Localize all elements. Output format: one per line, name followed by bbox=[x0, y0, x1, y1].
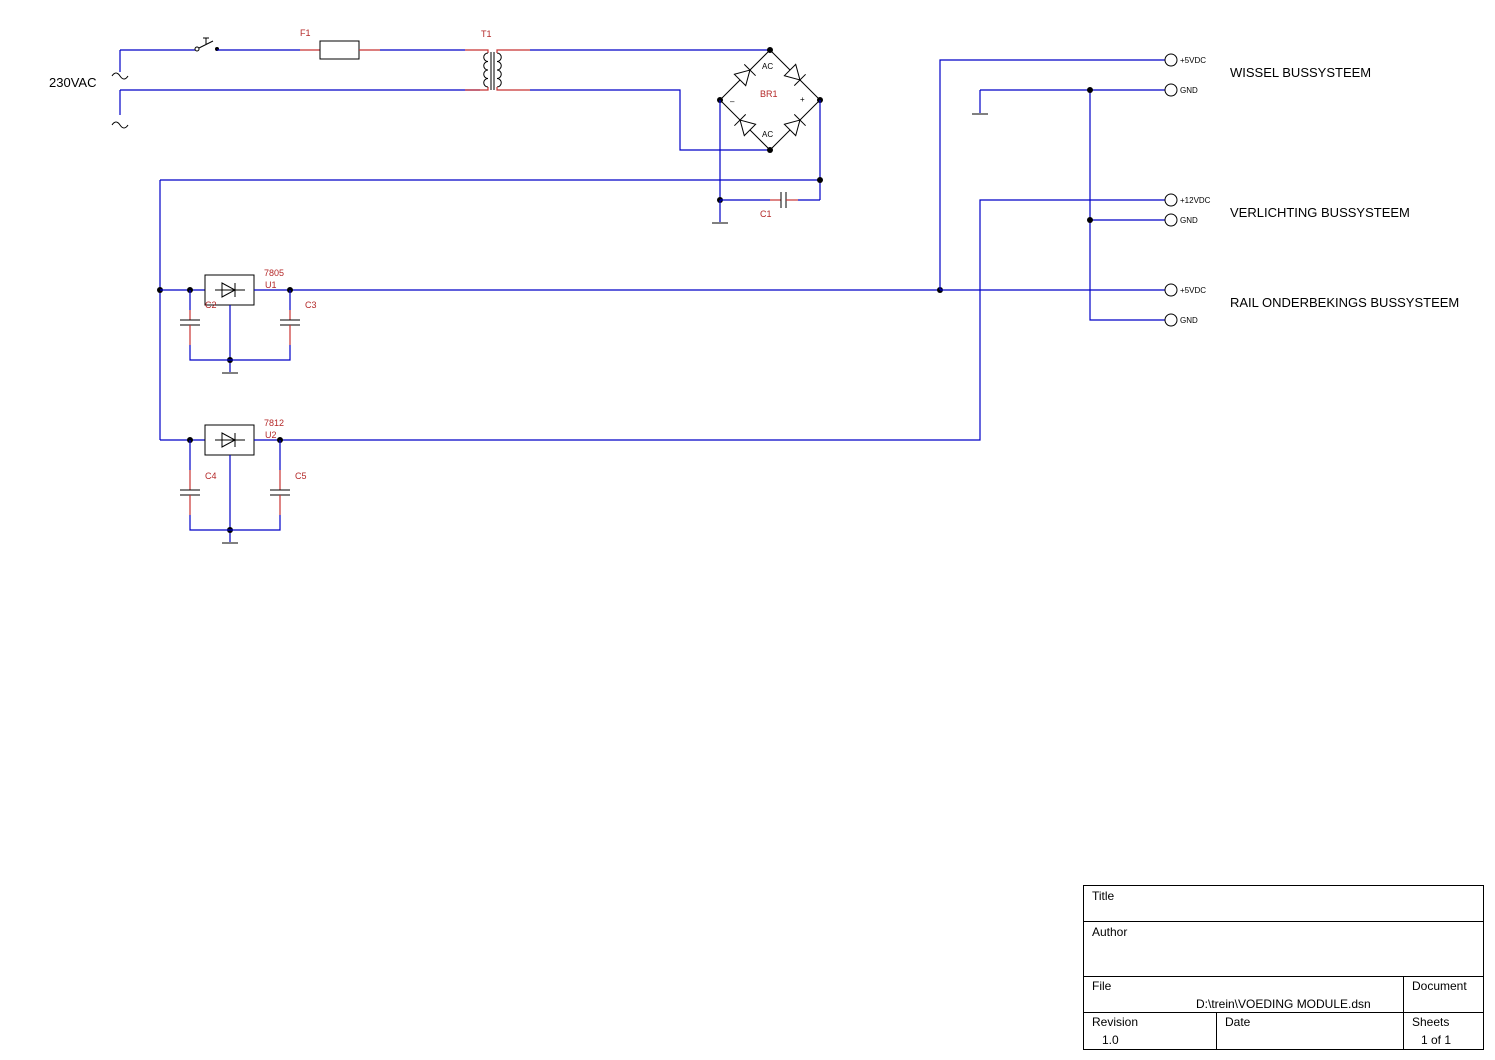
ground-symbol-bridge bbox=[712, 200, 728, 224]
terminal-verlichting-gnd[interactable]: GND bbox=[1164, 213, 1198, 227]
terminal-label: GND bbox=[1180, 316, 1198, 325]
mains-label: 230VAC bbox=[49, 75, 96, 90]
terminal-label: GND bbox=[1180, 216, 1198, 225]
terminal-label: +5VDC bbox=[1180, 56, 1206, 65]
capacitor-c4[interactable]: C4 bbox=[180, 440, 281, 531]
capacitor-c3[interactable]: C3 bbox=[280, 290, 317, 345]
date-label: Date bbox=[1225, 1015, 1251, 1029]
author-label: Author bbox=[1092, 925, 1127, 939]
cap5-ref: C5 bbox=[295, 471, 307, 481]
bus-label-wissel: WISSEL BUSSYSTEEM bbox=[1230, 65, 1371, 80]
terminal-label: GND bbox=[1180, 86, 1198, 95]
cap4-ref: C4 bbox=[205, 471, 217, 481]
bridge-ref: BR1 bbox=[760, 89, 778, 99]
secondary-wire-bottom bbox=[530, 89, 770, 151]
capacitor-c2[interactable]: C2 bbox=[180, 290, 291, 361]
regulator-u2[interactable]: 7812 U2 bbox=[160, 199, 1165, 544]
title-label: Title bbox=[1092, 889, 1115, 903]
cap3-ref: C3 bbox=[305, 300, 317, 310]
cap1-ref: C1 bbox=[760, 209, 772, 219]
bus-label-rail: RAIL ONDERBEKINGS BUSSYSTEEM bbox=[1230, 295, 1459, 310]
file-value: D:\trein\VOEDING MODULE.dsn bbox=[1196, 997, 1371, 1011]
sheets-label: Sheets bbox=[1412, 1015, 1449, 1029]
capacitor-c1[interactable]: C1 bbox=[720, 192, 820, 219]
transformer-ref: T1 bbox=[481, 29, 492, 39]
terminal-label: +5VDC bbox=[1180, 286, 1206, 295]
bridge-ac-top: AC bbox=[762, 62, 773, 71]
title-block: Title Author File D:\trein\VOEDING MODUL… bbox=[1083, 885, 1484, 1050]
capacitor-c5[interactable]: C5 bbox=[270, 440, 307, 515]
bridge-rectifier-br1[interactable]: AC AC – + BR1 bbox=[717, 47, 823, 153]
file-label: File bbox=[1092, 979, 1112, 993]
cap2-ref: C2 bbox=[205, 300, 217, 310]
mains-input: 230VAC bbox=[49, 49, 480, 129]
terminal-rail-5v[interactable]: +5VDC bbox=[1164, 283, 1206, 297]
reg1-ref: U1 bbox=[265, 280, 277, 290]
reg2-ref: U2 bbox=[265, 430, 277, 440]
terminal-label: +12VDC bbox=[1180, 196, 1211, 205]
terminal-wissel-5v[interactable]: +5VDC bbox=[1164, 53, 1206, 67]
bridge-minus: – bbox=[730, 97, 735, 106]
reg2-value: 7812 bbox=[264, 418, 284, 428]
revision-label: Revision bbox=[1092, 1015, 1138, 1029]
fuse-ref: F1 bbox=[300, 28, 311, 38]
regulator-u1[interactable]: 7805 U1 bbox=[160, 268, 940, 374]
revision-value: 1.0 bbox=[1102, 1033, 1119, 1047]
fuse-f1[interactable]: F1 bbox=[300, 28, 465, 60]
reg1-value: 7805 bbox=[264, 268, 284, 278]
bus-label-verlichting: VERLICHTING BUSSYSTEEM bbox=[1230, 205, 1410, 220]
transformer-t1[interactable]: T1 bbox=[465, 29, 530, 91]
sheets-value: 1 of 1 bbox=[1421, 1033, 1451, 1047]
bridge-ac-bottom: AC bbox=[762, 130, 773, 139]
bridge-plus: + bbox=[800, 95, 805, 104]
terminal-rail-gnd[interactable]: GND bbox=[1164, 313, 1198, 327]
terminal-verlichting-12v[interactable]: +12VDC bbox=[1164, 193, 1211, 207]
power-switch[interactable] bbox=[194, 37, 300, 52]
document-label: Document bbox=[1412, 979, 1467, 993]
terminal-wissel-gnd[interactable]: GND bbox=[1164, 83, 1198, 97]
bus-wiring bbox=[937, 59, 1165, 321]
